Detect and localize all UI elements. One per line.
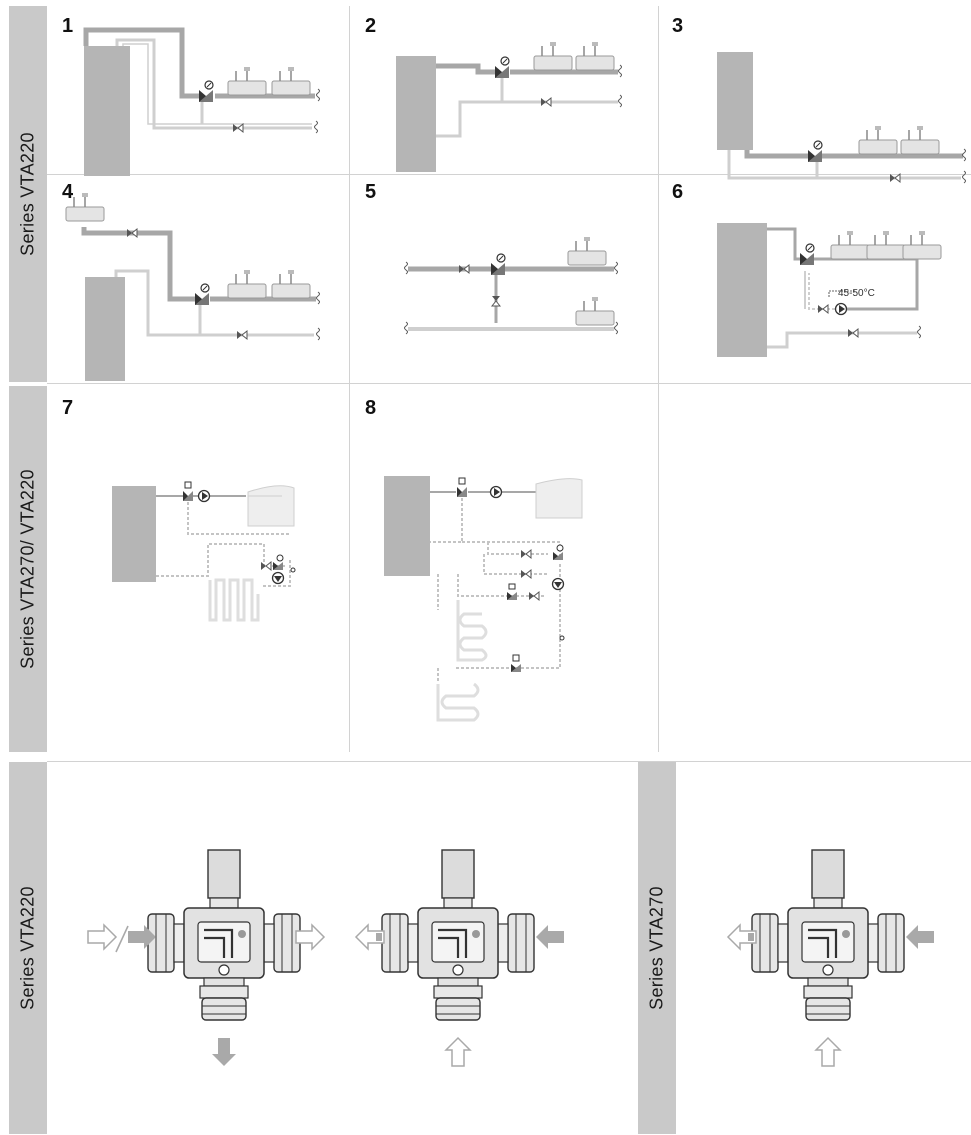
- section-sidebar-vta220-bottom: Series VTA220: [9, 762, 47, 1134]
- diagram-panel-3: [717, 52, 966, 184]
- valve-illustration-1: [87, 848, 325, 1066]
- panel-number: 5: [365, 181, 377, 203]
- boiler-tank: [384, 476, 430, 576]
- diagram-panel-4: [65, 192, 320, 381]
- grid-divider: [47, 383, 971, 384]
- diagram-panel-6: [717, 223, 942, 357]
- diagram-panel-1: [83, 27, 320, 176]
- diagram-panel-5: [404, 236, 618, 335]
- section-sidebar-vta270: Series VTA270: [638, 762, 676, 1134]
- panel-number: 6: [672, 181, 684, 203]
- grid-divider: [658, 6, 659, 752]
- panel-number: 4: [62, 181, 74, 203]
- section-label: Series VTA220: [17, 132, 38, 256]
- grid-divider: [349, 6, 350, 752]
- grid-divider: [47, 761, 971, 762]
- boiler-tank: [112, 486, 156, 582]
- section-label: Series VTA270: [646, 886, 667, 1010]
- boiler-tank: [717, 223, 767, 357]
- boiler-tank: [396, 56, 436, 172]
- diagram-panel-8: [384, 476, 583, 722]
- diagram-panel-7: [112, 481, 296, 622]
- valve-illustration-2: [354, 848, 564, 1067]
- boiler-tank: [717, 52, 753, 150]
- section-label: Series VTA220: [17, 886, 38, 1010]
- diagram-panel-2: [396, 41, 622, 172]
- grid-divider: [47, 174, 971, 175]
- inlet-arrow-icon: [87, 924, 117, 950]
- section-sidebar-vta220-top: Series VTA220: [9, 6, 47, 382]
- panel-number: 8: [365, 397, 377, 419]
- panel-number: 2: [365, 15, 377, 37]
- section-label: Series VTA270/ VTA220: [17, 469, 38, 669]
- panel-number: 3: [672, 15, 684, 37]
- temperature-annotation: 45-50°C: [838, 288, 875, 299]
- panel-number: 7: [62, 397, 74, 419]
- boiler-tank: [84, 46, 130, 176]
- boiler-tank: [85, 277, 125, 381]
- valve-illustration-3: [726, 848, 934, 1067]
- panel-number: 1: [62, 15, 74, 37]
- section-sidebar-vta270-vta220: Series VTA270/ VTA220: [9, 386, 47, 752]
